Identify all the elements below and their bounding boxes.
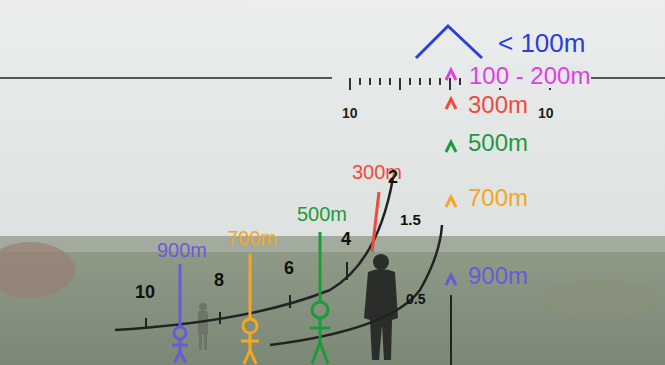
scale-number: 10 [342,106,358,120]
scale-tick [349,78,351,90]
person-silhouette [364,254,398,360]
scale-tick [379,78,381,85]
legend-text: < 100m [498,30,585,56]
range-markers [172,192,379,364]
legend-text: 500m [468,131,528,155]
curve-number: 1.5 [400,212,421,227]
horizon-band [0,236,665,254]
scale-tick [439,78,441,85]
scale-tick [449,78,451,90]
curve-number: 4 [341,230,351,248]
sky [0,0,665,240]
legend-text: 700m [468,186,528,210]
scale-number: 10 [538,106,554,120]
legend-text: 900m [468,264,528,288]
range-marker-label: 900m [157,240,207,260]
scale-tick [419,78,421,85]
legend-text: 300m [468,93,528,117]
reticle-post [450,295,452,365]
curve-number: 8 [214,271,224,289]
curve-number: 0.5 [406,292,425,306]
curve-number: 2 [388,168,398,186]
scale-tick [409,78,411,85]
scale-tick [359,78,361,85]
scale-tick [399,78,401,90]
range-curve [270,225,442,345]
scale-tick [389,78,391,85]
range-marker-label: 500m [297,204,347,224]
legend-text: 100 - 200m [468,64,591,88]
bushes [540,280,660,320]
scale-tick [429,78,431,85]
scale-tick [369,78,371,85]
range-marker-label: 700m [227,228,277,248]
curve-number: 10 [135,283,155,301]
field [0,252,665,365]
reticle-line [0,77,332,79]
scale-tick [459,78,461,85]
distant-person [198,303,208,350]
bushes [0,242,75,298]
range-curve [115,178,393,330]
curve-number: 6 [284,259,294,277]
